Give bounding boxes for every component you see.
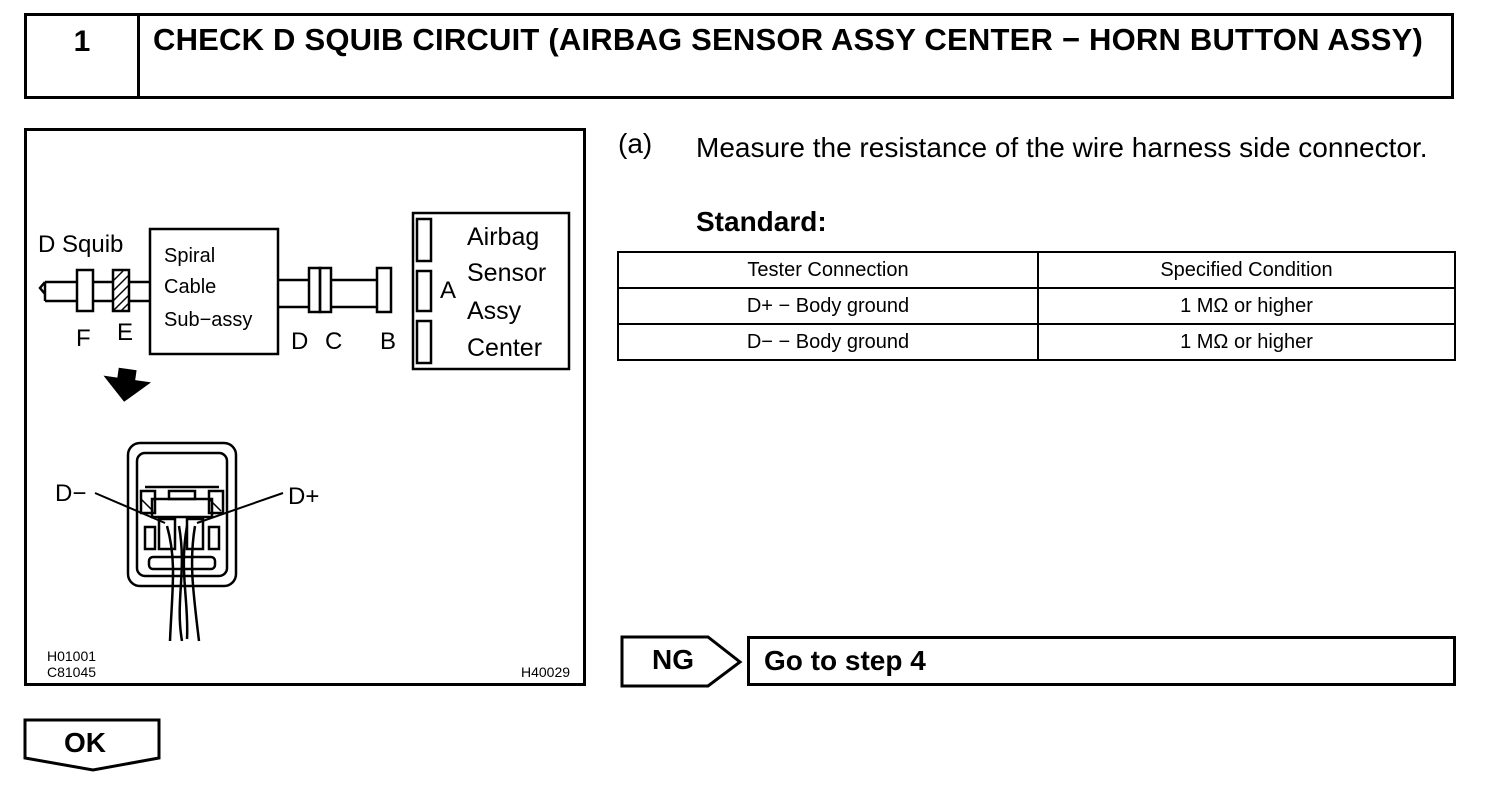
spiral-label-2: Cable	[164, 276, 217, 298]
connector-b	[375, 266, 393, 314]
connector-c-label: C	[325, 328, 343, 355]
substep-letter: (a)	[618, 128, 653, 159]
ng-action: Go to step 4	[747, 636, 1456, 686]
table-cell: D− − Body ground	[617, 323, 1039, 361]
cable	[165, 525, 201, 642]
table-row: D− − Body ground 1 MΩ or higher	[617, 323, 1456, 361]
table-cell: 1 MΩ or higher	[1037, 323, 1456, 361]
ng-arrow-box	[620, 635, 743, 688]
d-squib-label: D Squib	[38, 231, 124, 258]
figure-code-1: H01001	[47, 648, 97, 664]
airbag-sensor-box	[411, 211, 571, 371]
wiring-diagram	[38, 211, 571, 642]
figure-code-2: C81045	[47, 664, 97, 680]
squib-plug	[38, 281, 46, 295]
table-header: Specified Condition	[1037, 251, 1456, 289]
leader-plus	[196, 492, 284, 524]
connector-f	[75, 268, 95, 313]
down-arrow	[103, 367, 152, 402]
step-number: 1	[27, 16, 140, 96]
ok-label: OK	[64, 727, 106, 758]
connector-e-label: E	[117, 319, 134, 346]
spiral-label-1: Spiral	[164, 245, 216, 267]
standard-label: Standard:	[696, 206, 827, 237]
connector-d-label: D	[291, 328, 309, 355]
ok-arrow-box	[23, 718, 161, 772]
table-row: D+ − Body ground 1 MΩ or higher	[617, 287, 1456, 325]
connector-c	[318, 266, 333, 314]
airbag-label-2: Sensor	[467, 259, 547, 287]
terminal-minus-label: D−	[55, 480, 87, 507]
hatch-e	[112, 270, 130, 312]
connector-a-label: A	[440, 277, 457, 304]
spiral-label-3: Sub−assy	[164, 309, 253, 331]
spiral-cable-box	[148, 227, 280, 356]
connector-d	[307, 266, 322, 314]
airbag-label-3: Assy	[467, 297, 522, 325]
connector-f-label: F	[76, 325, 91, 352]
table-cell: 1 MΩ or higher	[1037, 287, 1456, 325]
table-header: Tester Connection	[617, 251, 1039, 289]
ng-label: NG	[652, 644, 694, 675]
airbag-label-1: Airbag	[467, 223, 540, 251]
terminal-plus-label: D+	[288, 483, 320, 510]
step-header: 1 CHECK D SQUIB CIRCUIT (AIRBAG SENSOR A…	[24, 13, 1454, 99]
step-title: CHECK D SQUIB CIRCUIT (AIRBAG SENSOR ASS…	[153, 22, 1424, 57]
table-header-row: Tester Connection Specified Condition	[617, 251, 1456, 289]
connector-b-label: B	[380, 328, 397, 355]
airbag-label-4: Center	[467, 334, 543, 362]
spec-table: Tester Connection Specified Condition D+…	[617, 251, 1456, 361]
leader-minus	[94, 492, 166, 524]
table-cell: D+ − Body ground	[617, 287, 1039, 325]
wiring-figure: D Squib Spiral Cable Sub−assy Airbag Sen…	[24, 128, 586, 686]
instruction-text: Measure the resistance of the wire harne…	[696, 132, 1428, 163]
figure-code-3: H40029	[521, 664, 571, 680]
